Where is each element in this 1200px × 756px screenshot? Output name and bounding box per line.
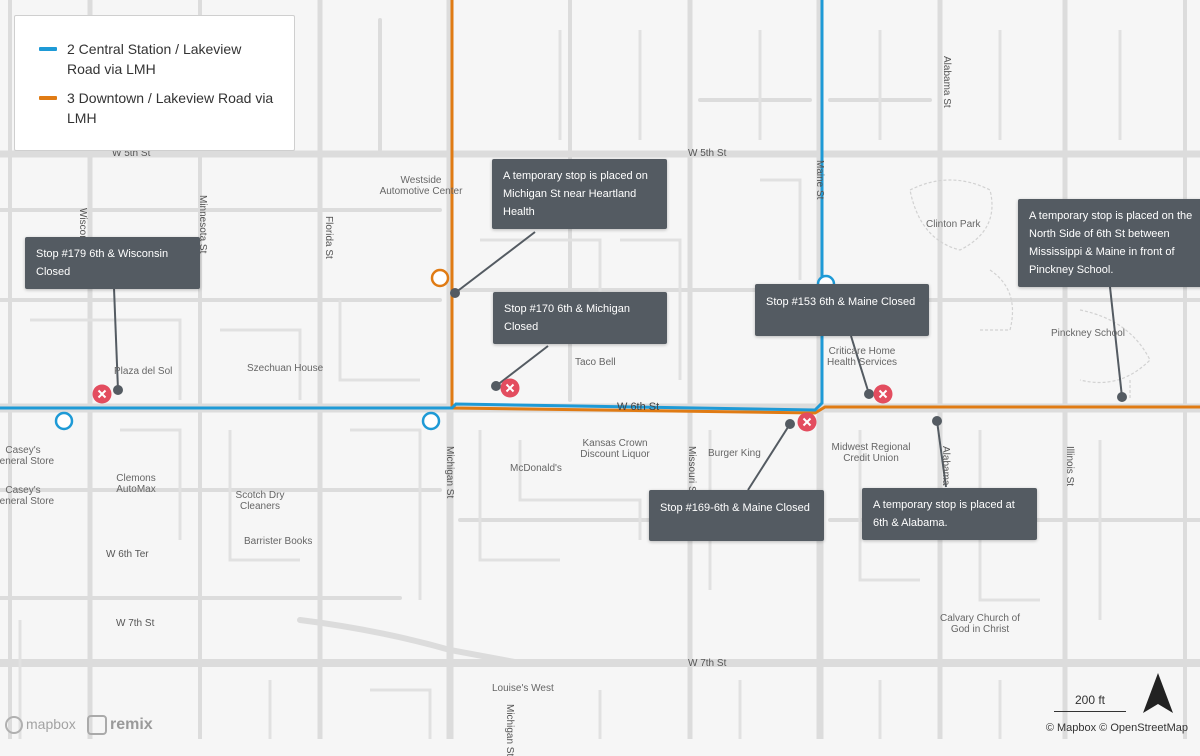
place-label: Clinton Park [926, 219, 981, 230]
place-label: Burger King [708, 448, 761, 459]
street-label: Maine St [814, 160, 825, 200]
legend-item-route-2[interactable]: 2 Central Station / Lakeview Road via LM… [15, 39, 277, 79]
remix-logo[interactable]: remix [110, 716, 153, 733]
map-attribution[interactable]: © Mapbox © OpenStreetMap [1045, 722, 1188, 734]
callout-temp-north-6th[interactable]: A temporary stop is placed on the North … [1018, 199, 1200, 287]
callout-stop-169[interactable]: Stop #169-6th & Maine Closed [649, 490, 824, 541]
street-label: W 5th St [688, 148, 727, 159]
route-legend: 2 Central Station / Lakeview Road via LM… [14, 15, 295, 151]
place-label: Casey's General Store [0, 445, 55, 467]
place-label: Westside Automotive Center [379, 175, 463, 197]
place-label: Criticare Home Health Services [826, 346, 898, 368]
street-label: Alabama St [941, 56, 952, 108]
place-label: Szechuan House [247, 363, 324, 374]
route-2-swatch [39, 47, 57, 51]
street-label: Illinois St [1064, 446, 1075, 487]
callout-temp-alabama[interactable]: A temporary stop is placed at 6th & Alab… [862, 488, 1037, 540]
street-label: W 6th Ter [106, 549, 149, 560]
temp-stop-marker [54, 411, 74, 431]
street-label: Michigan St [444, 446, 455, 499]
street-label: Michigan St [504, 704, 515, 756]
place-label: McDonald's [510, 463, 562, 474]
legend-label: 2 Central Station / Lakeview Road via LM… [67, 41, 242, 77]
place-label: Midwest Regional Credit Union [831, 442, 911, 464]
route-3-swatch [39, 96, 57, 100]
street-label: Florida St [323, 216, 334, 259]
closed-stop-marker [500, 378, 520, 398]
callout-stop-179[interactable]: Stop #179 6th & Wisconsin Closed [25, 237, 200, 289]
map-canvas[interactable] [0, 0, 1200, 739]
closed-stop-marker [92, 384, 112, 404]
place-label: Taco Bell [575, 357, 616, 368]
callout-stop-170[interactable]: Stop #170 6th & Michigan Closed [493, 292, 667, 344]
place-label: Calvary Church of God in Christ [939, 613, 1021, 635]
closed-stop-marker [873, 384, 893, 404]
temp-stop-marker [421, 411, 441, 431]
scale-bar: 200 ft [1054, 693, 1126, 712]
legend-label: 3 Downtown / Lakeview Road via LMH [67, 90, 274, 126]
legend-item-route-3[interactable]: 3 Downtown / Lakeview Road via LMH [15, 88, 277, 128]
place-label: Kansas Crown Discount Liquor [580, 438, 650, 460]
place-label: Clemons AutoMax [116, 473, 156, 495]
street-label: Missouri St [686, 446, 697, 496]
place-label: Plaza del Sol [114, 366, 173, 377]
temp-stop-marker [430, 268, 450, 288]
mapbox-logo-icon [5, 716, 23, 734]
street-label: W 7th St [688, 658, 727, 669]
street-label: W 7th St [116, 618, 155, 629]
place-label: Louise's West [492, 683, 554, 694]
callout-leaders [113, 231, 1127, 491]
place-label: Barrister Books [244, 536, 313, 547]
mapbox-logo[interactable]: mapbox [26, 716, 76, 732]
place-label: Pinckney School [1051, 328, 1125, 339]
street-label: W 6th St [617, 401, 660, 413]
street-label: W 5th St [112, 148, 151, 159]
place-label: Casey's General Store [0, 485, 55, 507]
closed-stop-marker [797, 412, 817, 432]
remix-logo-icon [87, 715, 107, 735]
park-paths [909, 179, 1151, 400]
callout-stop-153[interactable]: Stop #153 6th & Maine Closed [755, 284, 929, 336]
north-arrow-icon [1143, 673, 1173, 713]
callout-temp-michigan[interactable]: A temporary stop is placed on Michigan S… [492, 159, 667, 229]
route-3-line [450, 0, 1200, 415]
place-label: Scotch Dry Cleaners [235, 490, 285, 512]
